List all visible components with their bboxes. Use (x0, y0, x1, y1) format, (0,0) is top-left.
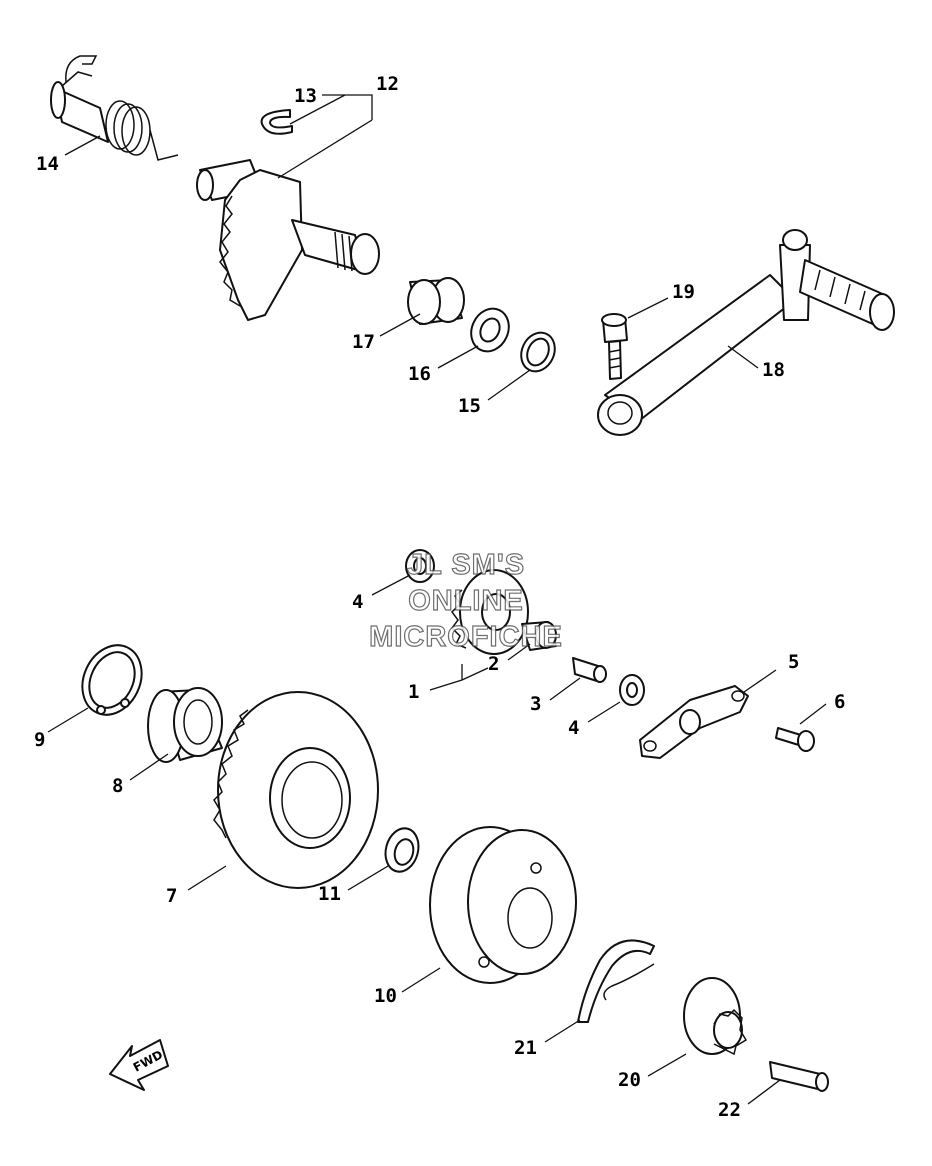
watermark: JL SM'S ONLINE MICROFICHE (369, 548, 563, 653)
part-4-washer-upper (405, 549, 435, 583)
callout-1: 1 (408, 681, 419, 703)
callout-15: 15 (458, 395, 481, 417)
callout-labels: 13 12 14 17 16 15 19 18 4 2 1 3 4 5 6 9 … (34, 73, 845, 1121)
part-22-pin (769, 1061, 829, 1092)
part-19-bolt (601, 313, 628, 380)
callout-18: 18 (762, 359, 785, 381)
callout-8: 8 (112, 775, 123, 797)
part-14-kick-spring (50, 55, 179, 161)
callout-10: 10 (374, 985, 397, 1007)
leader-lines (47, 94, 827, 1105)
part-6-screw (775, 727, 815, 752)
part-17-collar (407, 277, 465, 325)
part-16-washer (470, 307, 510, 353)
part-5-plate (639, 685, 749, 759)
callout-9: 9 (34, 729, 45, 751)
watermark-line-2: ONLINE (408, 585, 524, 617)
part-7-clutch-gear (213, 691, 379, 889)
part-12-kick-axle (196, 159, 380, 321)
part-8-bearing (147, 687, 223, 763)
part-15-circlip (520, 331, 556, 373)
callout-3: 3 (530, 693, 541, 715)
callout-7: 7 (166, 885, 177, 907)
part-18-kick-crank (597, 229, 895, 436)
part-3-pin (572, 657, 607, 683)
callout-4-upper: 4 (352, 591, 363, 613)
part-21-spring-clip (577, 939, 655, 1023)
callout-20: 20 (618, 1069, 641, 1091)
callout-13: 13 (294, 85, 317, 107)
callout-19: 19 (672, 281, 695, 303)
fwd-arrow-icon: FWD (109, 1039, 169, 1091)
callout-17: 17 (352, 331, 375, 353)
part-11-washer (384, 827, 420, 873)
callout-5: 5 (788, 651, 799, 673)
watermark-line-1: JL SM'S (407, 549, 525, 581)
watermark-line-3: MICROFICHE (369, 621, 563, 653)
part-13-circlip (260, 109, 293, 135)
callout-4-lower: 4 (568, 717, 579, 739)
callout-11: 11 (318, 883, 341, 905)
part-10-one-way-clutch (429, 826, 577, 984)
part-2-collar (521, 621, 557, 651)
callout-22: 22 (718, 1099, 741, 1121)
callout-12: 12 (376, 73, 399, 95)
callout-16: 16 (408, 363, 431, 385)
part-20-starter-gear (683, 977, 748, 1056)
callout-21: 21 (514, 1037, 537, 1059)
callout-14: 14 (36, 153, 59, 175)
part-1-idle-gear (451, 569, 529, 655)
part-4-washer-lower (619, 674, 645, 706)
callout-2: 2 (488, 653, 499, 675)
part-9-circlip (81, 644, 143, 716)
callout-6: 6 (834, 691, 845, 713)
